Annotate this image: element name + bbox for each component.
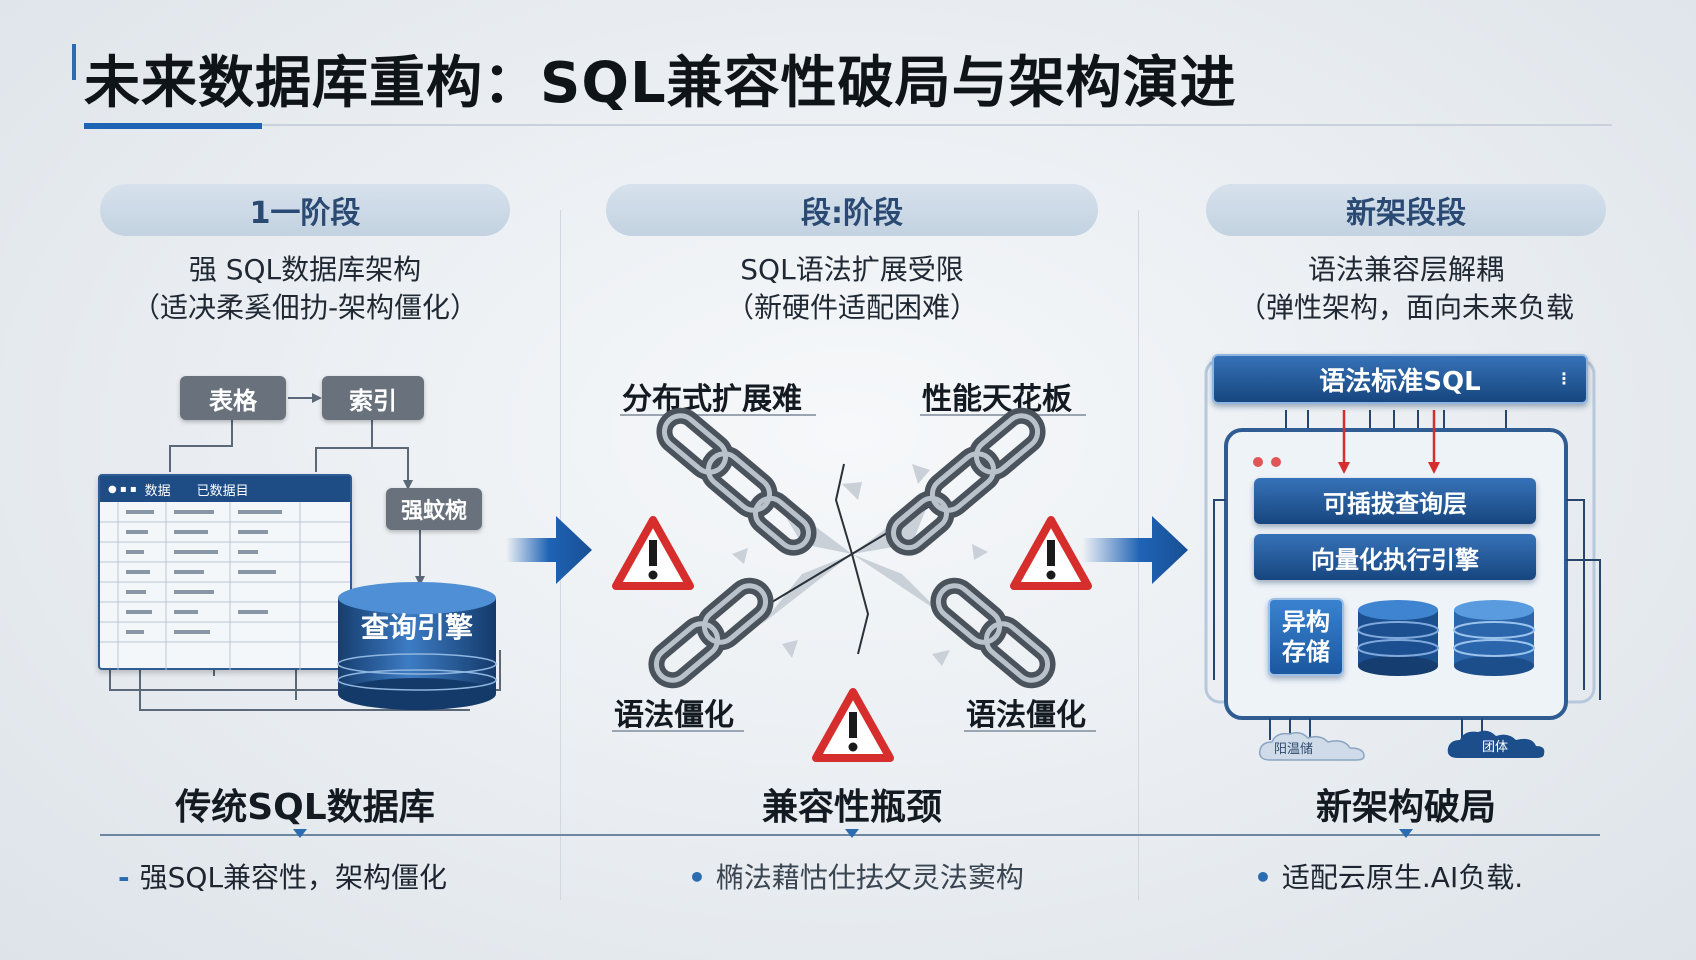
stage-1-caption: 传统SQL数据库 [175, 787, 435, 828]
table-window: ● ▪ ▪ 数据 已数据目 [98, 474, 352, 670]
warning-icon [812, 688, 894, 762]
title-rule-accent [84, 123, 262, 129]
stage-3-bullet: • 适配云原生.AI负载. [1254, 856, 1523, 896]
stage-2-caption: 兼容性瓶颈 [761, 787, 942, 828]
title-accent-bar [72, 44, 76, 80]
bullet-dot-icon: • [688, 861, 706, 894]
issue-label-performance: 性能天花板 [922, 382, 1072, 417]
issue-underline [612, 730, 744, 732]
issue-label-distributed: 分布式扩展难 [622, 382, 802, 417]
cloud-icon [1447, 730, 1545, 758]
issue-underline [920, 414, 1086, 416]
stage-3-bullet-text: 适配云原生.AI负载. [1281, 861, 1524, 894]
timeline-marker [293, 829, 307, 838]
arrow-right-icon [506, 516, 592, 584]
more-icon: ⋮ [1556, 369, 1572, 388]
stage-3-caption: 新架构破局 [1315, 787, 1496, 828]
bullet-dash-icon: - [118, 861, 130, 894]
stage-1-subtitle-note: （适决柔奚佃扐-架构僵化） [131, 291, 479, 324]
broken-chains-illustration [648, 407, 1056, 689]
storage-drum-icon [1357, 600, 1439, 676]
stage-1-bullet: -强SQL兼容性，架构僵化 [118, 856, 447, 896]
cloud-icon [1258, 731, 1365, 761]
standard-sql-label: 语法标准SQL [1319, 366, 1481, 397]
arrow-right-icon [1082, 516, 1188, 584]
warning-icon [1010, 516, 1092, 590]
stage-1-bullet-text: 强SQL兼容性，架构僵化 [139, 861, 448, 894]
stage-1-label: 1一阶段 [100, 184, 510, 236]
heterogeneous-storage-box: 异构存储 [1268, 598, 1344, 676]
stage-1-subtitle: 强 SQL数据库架构 [188, 253, 422, 286]
stage-2-bullet-text: 椭法藉怙仕抾攵灵法窦构 [715, 861, 1024, 894]
page-title: 未来数据库重构：SQL兼容性破局与架构演进 [84, 51, 1237, 116]
stage-3-subtitle-note: （弹性架构，面向未来负载 [1237, 291, 1574, 324]
stage-2-subtitle: SQL语法扩展受限 [740, 253, 964, 286]
storage-drum-icon [1453, 600, 1535, 676]
pluggable-query-layer: 可插拔查询层 [1254, 478, 1536, 524]
bullet-dot-icon: • [1254, 861, 1272, 894]
issue-underline [620, 414, 816, 416]
stage-3-subtitle: 语法兼容层解耦 [1307, 253, 1504, 286]
query-engine-label: 查询引擎 [360, 611, 473, 644]
table-grid [100, 502, 350, 670]
cloud-right-label: 团体 [1482, 740, 1509, 755]
index-box: 索引 [322, 376, 424, 420]
database-cylinder-icon [337, 582, 497, 710]
optimizer-box: 强蚊椀 [386, 488, 482, 530]
stage-2-label: 段:阶段 [606, 184, 1098, 236]
issue-underline [964, 730, 1096, 732]
standard-sql-bar: 语法标准SQL ⋮ [1212, 354, 1588, 404]
stage-2-subtitle-note: （新硬件适配困难） [725, 291, 978, 324]
title-rule [84, 124, 1612, 126]
vectorized-execution-engine: 向量化执行引擎 [1254, 534, 1536, 580]
window-dots-icon: ● ▪ ▪ [108, 483, 137, 495]
cloud-left-label: 阳温储 [1274, 742, 1314, 757]
timeline-marker [845, 829, 859, 838]
table-window-tab: 数据 [144, 483, 171, 499]
stage-3-label: 新架段段 [1206, 184, 1606, 236]
table-box: 表格 [180, 376, 286, 420]
table-window-header: ● ▪ ▪ 数据 已数据目 [100, 476, 350, 502]
issue-label-syntax-left: 语法僵化 [614, 698, 734, 733]
issue-label-syntax-right: 语法僵化 [966, 698, 1086, 733]
stage-2-bullet: • 椭法藉怙仕抾攵灵法窦构 [688, 856, 1024, 896]
warning-icon [612, 516, 694, 590]
timeline-marker [1399, 829, 1413, 838]
table-window-title: 已数据目 [196, 483, 249, 499]
